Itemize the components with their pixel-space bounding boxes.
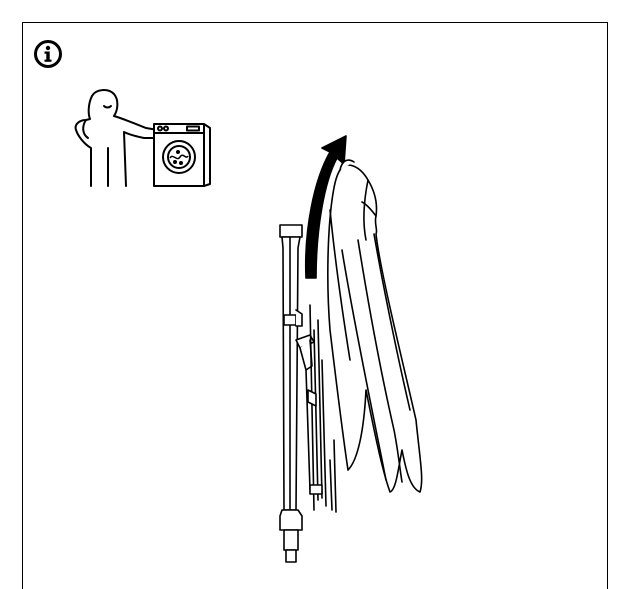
washing-machine-icon [153,123,211,187]
person-figure-icon [74,89,159,187]
curved-arrow-up-icon [304,135,347,279]
person-at-washer-illustration [74,89,211,187]
info-icon [34,40,62,68]
folded-drying-rack-illustration [279,135,423,563]
hanging-cloth [327,159,423,493]
rack-rods [295,304,337,513]
rack-pole [279,224,303,563]
